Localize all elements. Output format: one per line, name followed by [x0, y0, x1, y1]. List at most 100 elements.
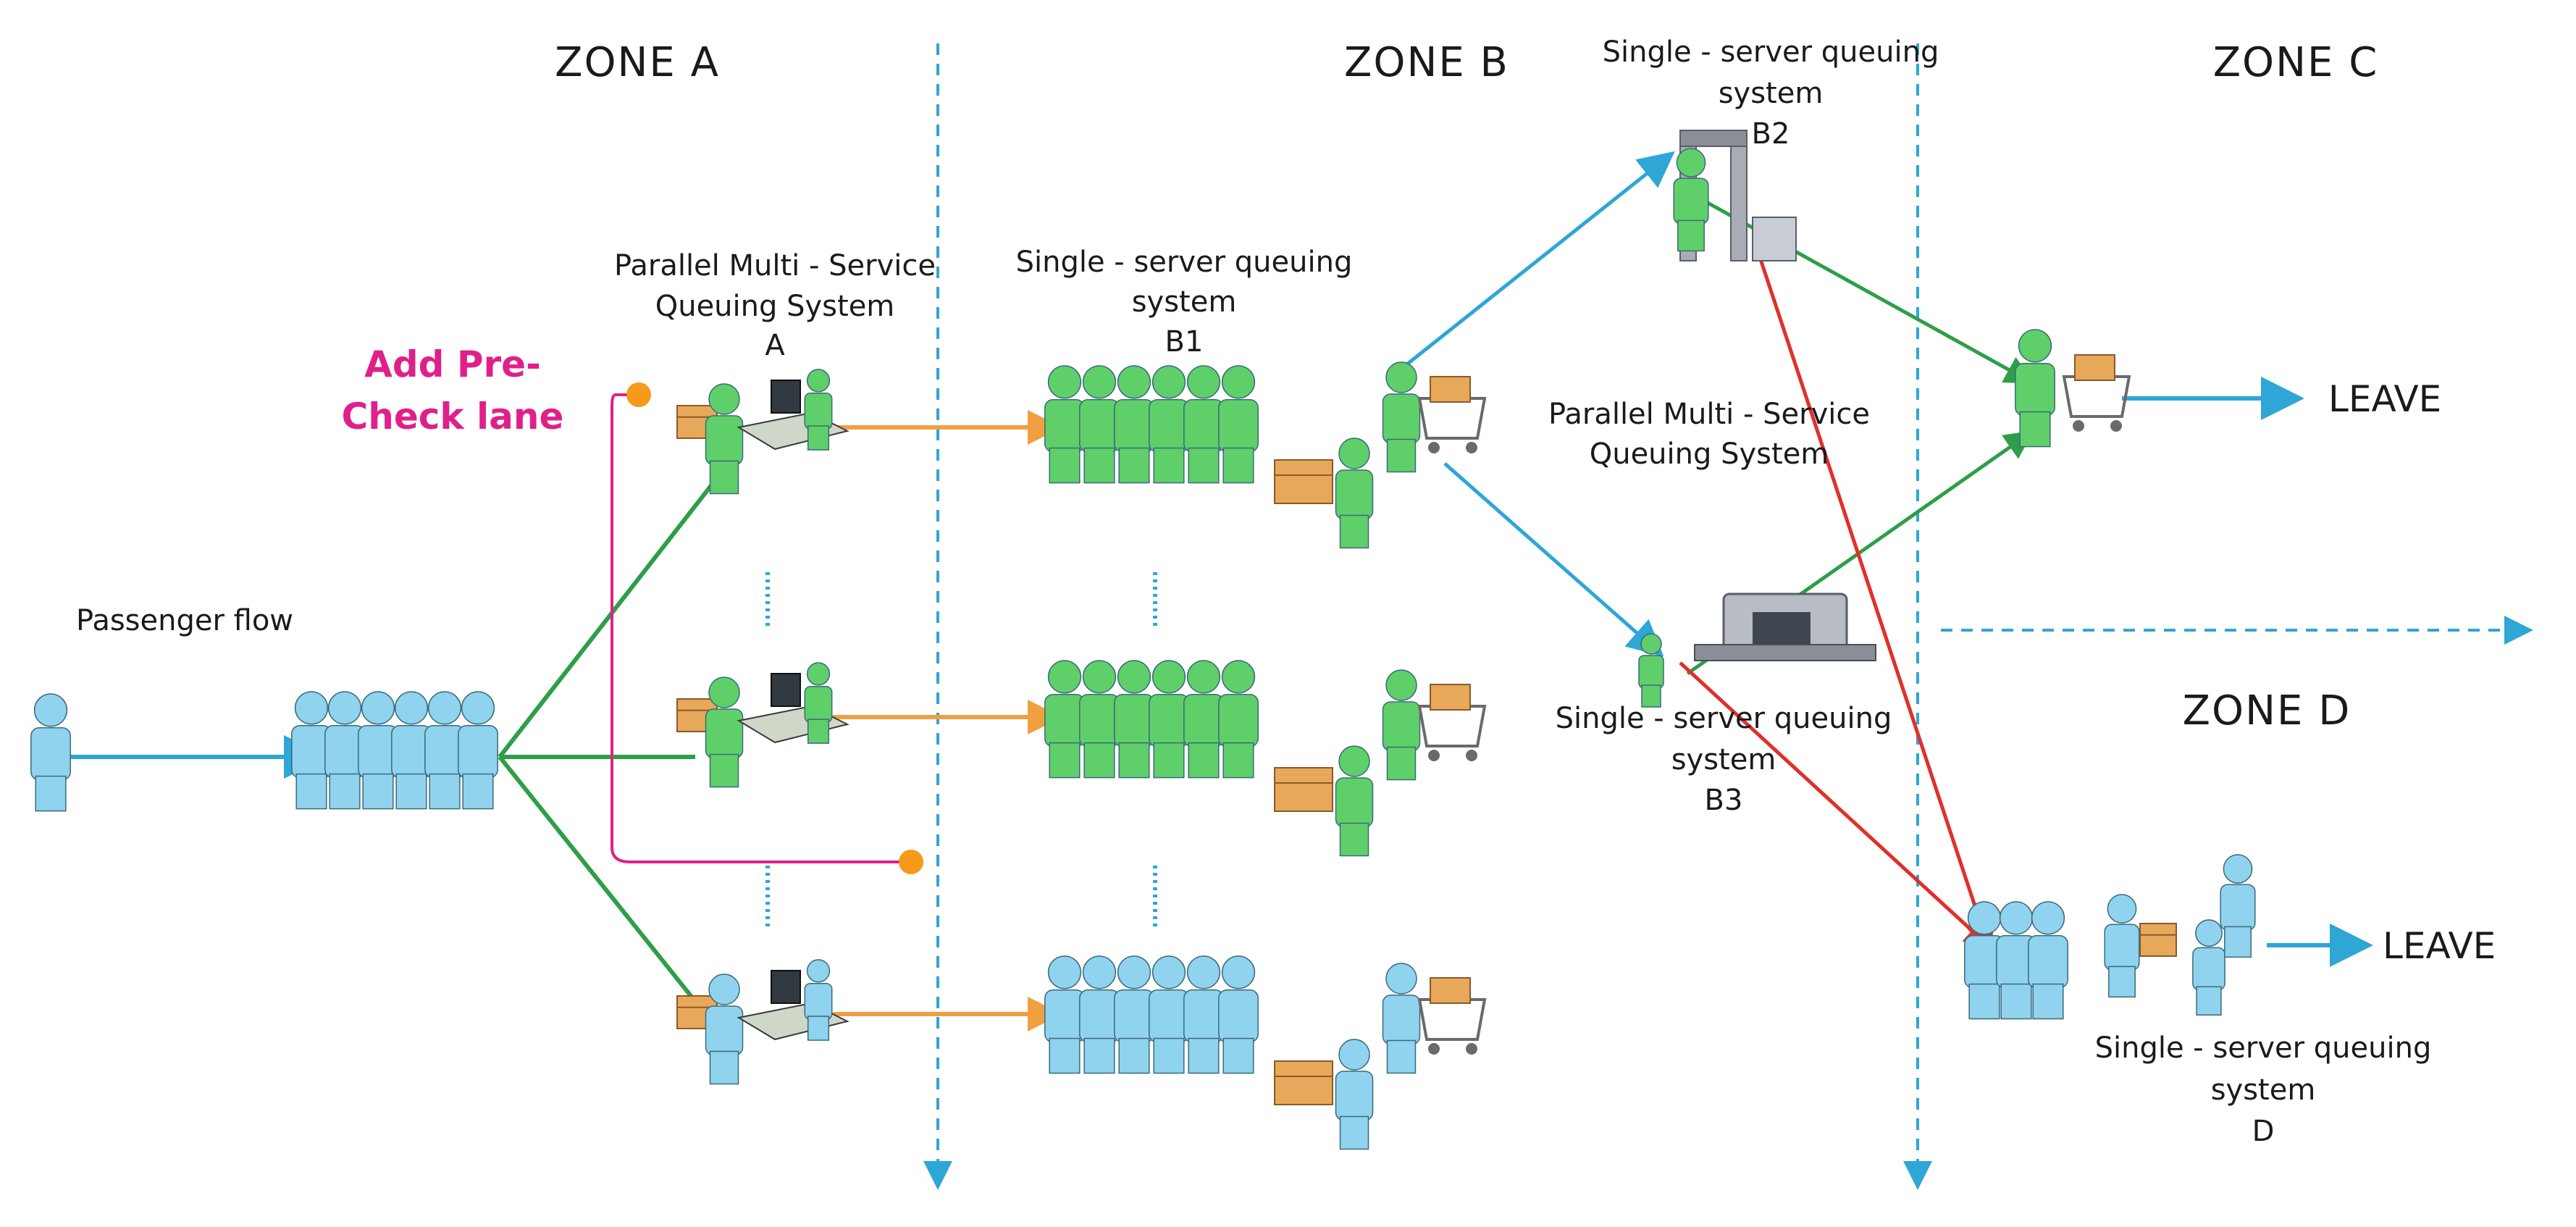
precheck-lane [611, 393, 909, 863]
system-b2-line3: B2 [1752, 117, 1790, 151]
zone-c-cart [2062, 354, 2131, 432]
system-pm-line2: Queuing System [1590, 437, 1829, 471]
system-b2-line1: Single - server queuing [1603, 35, 1939, 69]
queue-b1-mid-person [1149, 660, 1189, 779]
b1-officer-0 [1335, 437, 1374, 549]
queue-b1-top-person [1114, 365, 1154, 484]
queue-b1-top-person [1149, 365, 1189, 484]
precheck-label-line1: Add Pre- [364, 343, 541, 385]
zone-d-label: ZONE D [2183, 687, 2351, 734]
zone-a-label: ZONE A [555, 39, 720, 86]
queue-b1-bottom-person [1114, 955, 1154, 1074]
system-pm-line1: Parallel Multi - Service [1548, 398, 1870, 431]
waiting-crowd-person [358, 691, 398, 810]
queue-b1-mid-person [1183, 660, 1224, 779]
arrow-b2-to-d [1754, 246, 1995, 952]
b1-cart-passenger-0 [1382, 361, 1421, 473]
b1-cart-1 [1417, 684, 1487, 761]
queue-b1-top [1044, 365, 1259, 484]
waiting-crowd-person [324, 691, 365, 810]
leave-c-label: LEAVE [2328, 378, 2441, 420]
queue-b1-mid [1044, 660, 1259, 779]
queue-b1-mid-person [1044, 660, 1085, 779]
b1-box-1 [1274, 767, 1333, 812]
passenger-figure [30, 693, 71, 812]
queue-b1-top-person [1218, 365, 1259, 484]
waiting-crowd [291, 691, 498, 810]
queue-b1-bottom-person [1149, 955, 1189, 1074]
queue-b1-top-person [1044, 365, 1085, 484]
queue-b1-top-person [1079, 365, 1120, 484]
queue-b1-bottom-person [1183, 955, 1224, 1074]
station-a-passenger-0 [705, 383, 744, 495]
system-b3-line1: Single - server queuing [1556, 702, 1892, 735]
queue-d-person [1964, 901, 2005, 1020]
b3-scanner [1694, 592, 1876, 661]
b3-passenger [1638, 633, 1664, 708]
b1-officer-1 [1335, 745, 1374, 857]
queue-b1-bottom-person [1079, 955, 1120, 1074]
system-b3-line2: system [1671, 743, 1776, 776]
zone-b-label: ZONE B [1344, 39, 1509, 86]
d-officer [2220, 854, 2256, 958]
arrow-b3-to-d [1679, 661, 1994, 950]
system-d-line3: D [2252, 1115, 2275, 1148]
queue-d [1964, 901, 2068, 1020]
queue-b1-bottom-person [1044, 955, 1085, 1074]
precheck-dot-top [626, 382, 651, 407]
queue-b1-mid-person [1079, 660, 1120, 779]
arrow-b2-to-c [1693, 193, 2034, 384]
b1-cart-passenger-2 [1382, 963, 1421, 1074]
waiting-crowd-person [291, 691, 332, 810]
ellipsis-markers [765, 572, 1157, 927]
station-a-passenger-1 [705, 677, 744, 788]
system-d-line2: system [2211, 1073, 2316, 1107]
station-a-officer-1 [804, 662, 833, 744]
b2-passenger [1673, 148, 1709, 252]
d-luggage [2139, 923, 2177, 957]
labels: ZONE A ZONE B ZONE C ZONE D Passenger fl… [76, 35, 2496, 1148]
system-a-line1: Parallel Multi - Service [614, 249, 936, 282]
queue-b1-top-person [1183, 365, 1224, 484]
b1-cart-passenger-1 [1382, 669, 1421, 781]
fanout-line-top [498, 477, 719, 758]
precheck-label-line2: Check lane [342, 395, 564, 437]
b1-cart-0 [1417, 376, 1487, 453]
system-b1-line1: Single - server queuing [1016, 246, 1353, 279]
queue-d-person [1996, 901, 2036, 1020]
arrow-to-b2 [1385, 151, 1675, 382]
leave-d-label: LEAVE [2383, 925, 2496, 967]
system-b3-line3: B3 [1705, 784, 1743, 817]
queue-b1-bottom-person [1218, 955, 1259, 1074]
station-a-officer-0 [804, 369, 833, 451]
system-d-line1: Single - server queuing [2095, 1031, 2432, 1065]
b1-box-2 [1274, 1060, 1333, 1105]
station-a-passenger-2 [705, 973, 744, 1085]
d-passenger-2 [2192, 919, 2225, 1016]
waiting-crowd-person [458, 691, 498, 810]
system-a-line3: A [765, 329, 785, 362]
station-a-officer-2 [804, 959, 833, 1041]
queue-b1-mid-person [1114, 660, 1154, 779]
b1-officer-2 [1335, 1039, 1374, 1150]
zone-dividers [923, 43, 2533, 1190]
passenger-flow-label: Passenger flow [76, 604, 293, 637]
queue-b1-mid-person [1218, 660, 1259, 779]
b1-cart-2 [1417, 977, 1487, 1055]
zone-c-passenger [2015, 329, 2055, 448]
queue-d-person [2028, 901, 2068, 1020]
b1-box-0 [1274, 459, 1333, 504]
system-a-line2: Queuing System [655, 290, 895, 323]
system-b2-line2: system [1719, 77, 1824, 110]
queue-b1-bottom [1044, 955, 1259, 1074]
waiting-crowd-person [424, 691, 465, 810]
d-passenger [2104, 894, 2140, 998]
zone-c-label: ZONE C [2213, 39, 2379, 86]
system-b1-line3: B1 [1165, 325, 1204, 359]
precheck-dot-bottom [899, 850, 923, 874]
system-b1-line2: system [1132, 285, 1237, 319]
arrow-to-b3 [1443, 462, 1664, 657]
fanout-line-bottom [498, 755, 719, 1030]
figures [30, 130, 2256, 1150]
